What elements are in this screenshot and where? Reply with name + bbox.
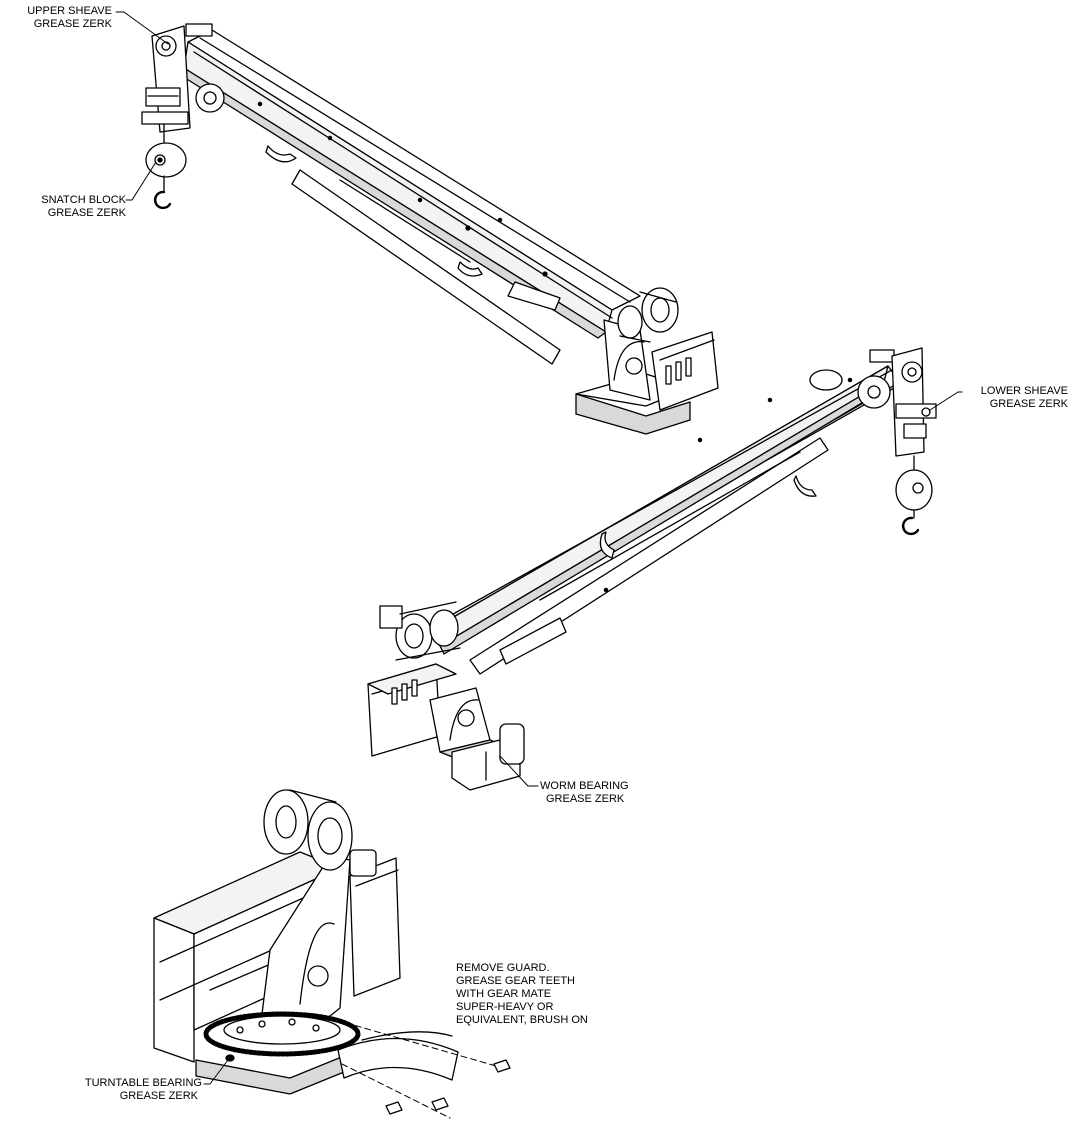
callout-upper-sheave: UPPER SHEAVE GREASE ZERK xyxy=(6,5,112,31)
callout-gear-teeth-note: REMOVE GUARD. GREASE GEAR TEETH WITH GEA… xyxy=(456,962,626,1027)
leader-worm-bearing xyxy=(499,755,539,787)
callout-lower-sheave: LOWER SHEAVE GREASE ZERK xyxy=(962,385,1068,411)
turntable-detail xyxy=(153,789,511,1119)
note-line-3: WITH GEAR MATE xyxy=(456,988,552,1000)
boom-tip-middle xyxy=(857,347,937,457)
callout-snatch-block: SNATCH BLOCK GREASE ZERK xyxy=(14,194,126,220)
note-line-5: EQUIVALENT, BRUSH ON xyxy=(456,1014,588,1026)
callout-worm-bearing-line1: WORM BEARING xyxy=(540,780,629,792)
boom-middle xyxy=(437,365,901,675)
callout-lower-sheave-line1: LOWER SHEAVE xyxy=(980,385,1068,397)
callout-turntable-bearing-line2: GREASE ZERK xyxy=(119,1090,198,1102)
callout-worm-bearing-line2: GREASE ZERK xyxy=(546,793,625,805)
note-line-4: SUPER-HEAVY OR xyxy=(456,1001,554,1013)
callout-lower-sheave-line2: GREASE ZERK xyxy=(989,398,1068,410)
leader-turntable-bearing xyxy=(203,1059,229,1085)
boom-tip-upper xyxy=(141,23,225,133)
note-line-2: GREASE GEAR TEETH xyxy=(456,975,575,987)
callout-turntable-bearing: TURNTABLE BEARING GREASE ZERK xyxy=(50,1077,202,1103)
crane-view-middle xyxy=(367,347,937,791)
base-turret-middle xyxy=(367,601,525,791)
callout-turntable-bearing-line1: TURNTABLE BEARING xyxy=(84,1077,202,1089)
callout-worm-bearing: WORM BEARING GREASE ZERK xyxy=(540,780,670,806)
leader-snatch-block xyxy=(125,161,157,201)
snatch-block-upper xyxy=(145,123,187,210)
callout-snatch-block-line2: GREASE ZERK xyxy=(47,207,126,219)
base-turret-upper xyxy=(575,287,719,435)
callout-upper-sheave-line2: GREASE ZERK xyxy=(33,18,112,30)
leader-lower-sheave xyxy=(929,391,963,411)
callout-upper-sheave-line1: UPPER SHEAVE xyxy=(27,5,112,17)
note-line-1: REMOVE GUARD. xyxy=(456,962,550,974)
leader-upper-sheave xyxy=(115,11,169,45)
callout-snatch-block-line1: SNATCH BLOCK xyxy=(41,194,126,206)
boom-upper xyxy=(181,29,641,365)
snatch-block-middle xyxy=(895,455,933,536)
crane-view-upper xyxy=(141,23,719,435)
leader-lines xyxy=(115,11,963,1085)
